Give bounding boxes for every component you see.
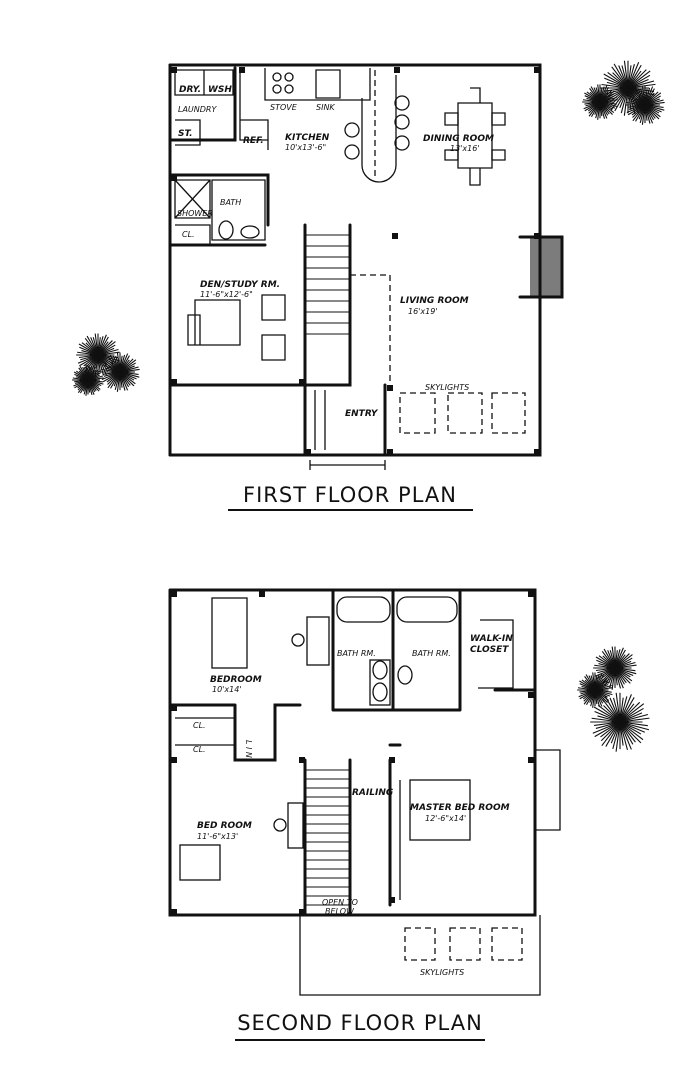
landscape-trees	[72, 60, 665, 752]
den-dimensions: 11'-6"x12'-6"	[200, 290, 253, 299]
linen-closet-label: L I N.	[244, 740, 253, 760]
bath-1-label: BATH RM.	[337, 649, 376, 658]
laundry-label: LAUNDRY	[178, 105, 217, 114]
column-post	[387, 449, 393, 455]
bedroom-1-label: BEDROOM	[210, 675, 262, 685]
bath-label: BATH	[220, 198, 241, 207]
column-post	[239, 67, 245, 73]
bedroom-1-dimensions: 10'x14'	[212, 685, 242, 694]
tree-icon	[100, 352, 140, 392]
first-floor-walls	[168, 63, 564, 470]
second-floor-title: SECOND FLOOR PLAN	[237, 1011, 483, 1035]
column-post	[534, 67, 540, 73]
second-floor-walls	[168, 588, 561, 996]
column-post	[171, 757, 177, 763]
closet-label: CL.	[182, 230, 195, 239]
kitchen-label: KITCHEN	[285, 133, 330, 143]
bedroom-2-dimensions: 11'-6"x13'	[197, 832, 238, 841]
first-floor-stair-treads	[305, 234, 350, 335]
column-post	[392, 233, 398, 239]
tree-icon	[625, 85, 665, 125]
column-post	[387, 385, 393, 391]
sink-label: SINK	[316, 103, 335, 112]
column-post	[528, 591, 534, 597]
shower-label: SHOWER	[177, 209, 213, 218]
column-post	[171, 705, 177, 711]
column-post	[528, 692, 534, 698]
first-floor-labels: DRY. WSH. LAUNDRY ST. REF. STOVE SINK KI…	[177, 85, 494, 419]
skylights-label-2: SKYLIGHTS	[420, 968, 464, 977]
second-floor-stair-treads	[305, 769, 350, 906]
column-post	[171, 591, 177, 597]
column-post	[305, 449, 311, 455]
refrigerator-label: REF.	[243, 136, 264, 146]
column-post	[171, 175, 177, 181]
column-post	[389, 897, 395, 903]
column-post	[389, 757, 395, 763]
tree-icon	[577, 672, 613, 708]
first-floor-plan: DRY. WSH. LAUNDRY ST. REF. STOVE SINK KI…	[168, 63, 564, 511]
entry-label: ENTRY	[345, 409, 379, 419]
column-post	[171, 909, 177, 915]
column-post	[394, 67, 400, 73]
column-post	[171, 67, 177, 73]
master-bedroom-label: MASTER BED ROOM	[410, 803, 510, 813]
second-floor-plan: BEDROOM 10'x14' BATH RM. BATH RM. WALK-I…	[168, 588, 561, 1041]
skylights-label: SKYLIGHTS	[425, 383, 469, 392]
tree-icon	[72, 364, 104, 396]
column-post	[299, 909, 305, 915]
bedroom-2-label: BED ROOM	[197, 821, 252, 831]
den-label: DEN/STUDY RM.	[200, 280, 280, 290]
column-post	[171, 379, 177, 385]
open-to-below-label: OPEN TO	[322, 898, 358, 907]
tree-icon	[593, 646, 637, 690]
column-post	[259, 591, 265, 597]
stove-label: STOVE	[270, 103, 298, 112]
tree-icon	[590, 692, 650, 752]
walk-in-label: WALK-IN	[470, 634, 513, 644]
tree-icon	[582, 84, 618, 120]
dining-room-dimensions: 13'x16'	[450, 144, 480, 153]
dining-room-label: DINING ROOM	[423, 134, 494, 144]
living-room-dimensions: 16'x19'	[408, 307, 438, 316]
closet-2-label: CL.	[193, 745, 206, 754]
bath-2-label: BATH RM.	[412, 649, 451, 658]
column-post	[528, 757, 534, 763]
column-post	[299, 379, 305, 385]
open-to-below-label-2: BELOW	[325, 907, 355, 916]
second-floor-labels: BEDROOM 10'x14' BATH RM. BATH RM. WALK-I…	[193, 634, 513, 977]
master-bedroom-dimensions: 12'-6"x14'	[425, 814, 466, 823]
walk-in-closet-label: CLOSET	[470, 645, 509, 655]
dryer-label: DRY.	[179, 85, 201, 95]
living-room-label: LIVING ROOM	[400, 296, 469, 306]
column-post	[534, 449, 540, 455]
column-post	[299, 757, 305, 763]
first-floor-title: FIRST FLOOR PLAN	[243, 483, 457, 507]
storage-label: ST.	[178, 129, 193, 139]
railing-label: RAILING	[352, 788, 393, 798]
washer-label: WSH.	[208, 85, 235, 95]
closet-1-label: CL.	[193, 721, 206, 730]
column-post	[534, 233, 540, 239]
kitchen-dimensions: 10'x13'-6"	[285, 143, 326, 152]
